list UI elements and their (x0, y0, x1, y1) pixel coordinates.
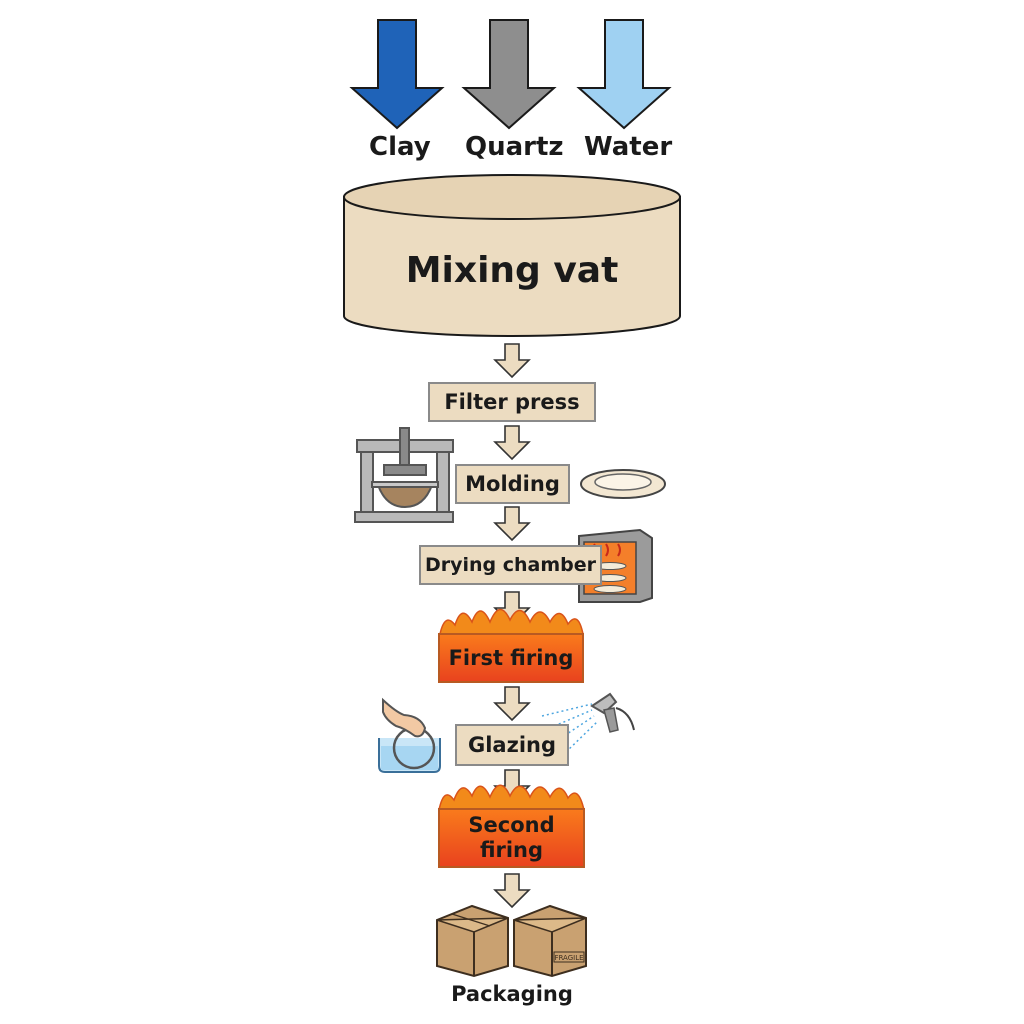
input-label-water: Water (584, 132, 673, 162)
fragile-label: FRAGILE (554, 954, 583, 962)
flame-icon (438, 784, 585, 811)
input-label-clay: Clay (369, 132, 431, 162)
water-arrow-icon (576, 19, 672, 130)
mixing-vat-label: Mixing vat (405, 250, 619, 291)
second-firing-step: Second firing (438, 808, 585, 868)
plate-icon (580, 469, 666, 499)
spray-gun-icon (541, 692, 635, 753)
molding-step: Molding (455, 464, 570, 504)
flow-arrow-icon (493, 506, 531, 542)
cardboard-box-icon: FRAGILE (513, 904, 587, 978)
packaging-label: Packaging (451, 982, 573, 1006)
filter-press-step: Filter press (428, 382, 596, 422)
press-machine-icon (354, 427, 454, 523)
cardboard-box-icon (436, 904, 509, 978)
quartz-arrow-icon (461, 19, 557, 130)
flow-arrow-icon (493, 873, 531, 909)
glazing-step: Glazing (455, 724, 569, 766)
mixing-vat-icon (343, 174, 681, 337)
input-label-quartz: Quartz (465, 132, 564, 162)
clay-arrow-icon (349, 19, 445, 130)
drying-chamber-step: Drying chamber (419, 545, 602, 585)
flame-icon (439, 608, 584, 635)
first-firing-step: First firing (438, 633, 584, 683)
flow-arrow-icon (493, 686, 531, 722)
flow-arrow-icon (493, 425, 531, 461)
hand-dip-icon (378, 697, 441, 773)
flow-arrow-icon (493, 343, 531, 379)
